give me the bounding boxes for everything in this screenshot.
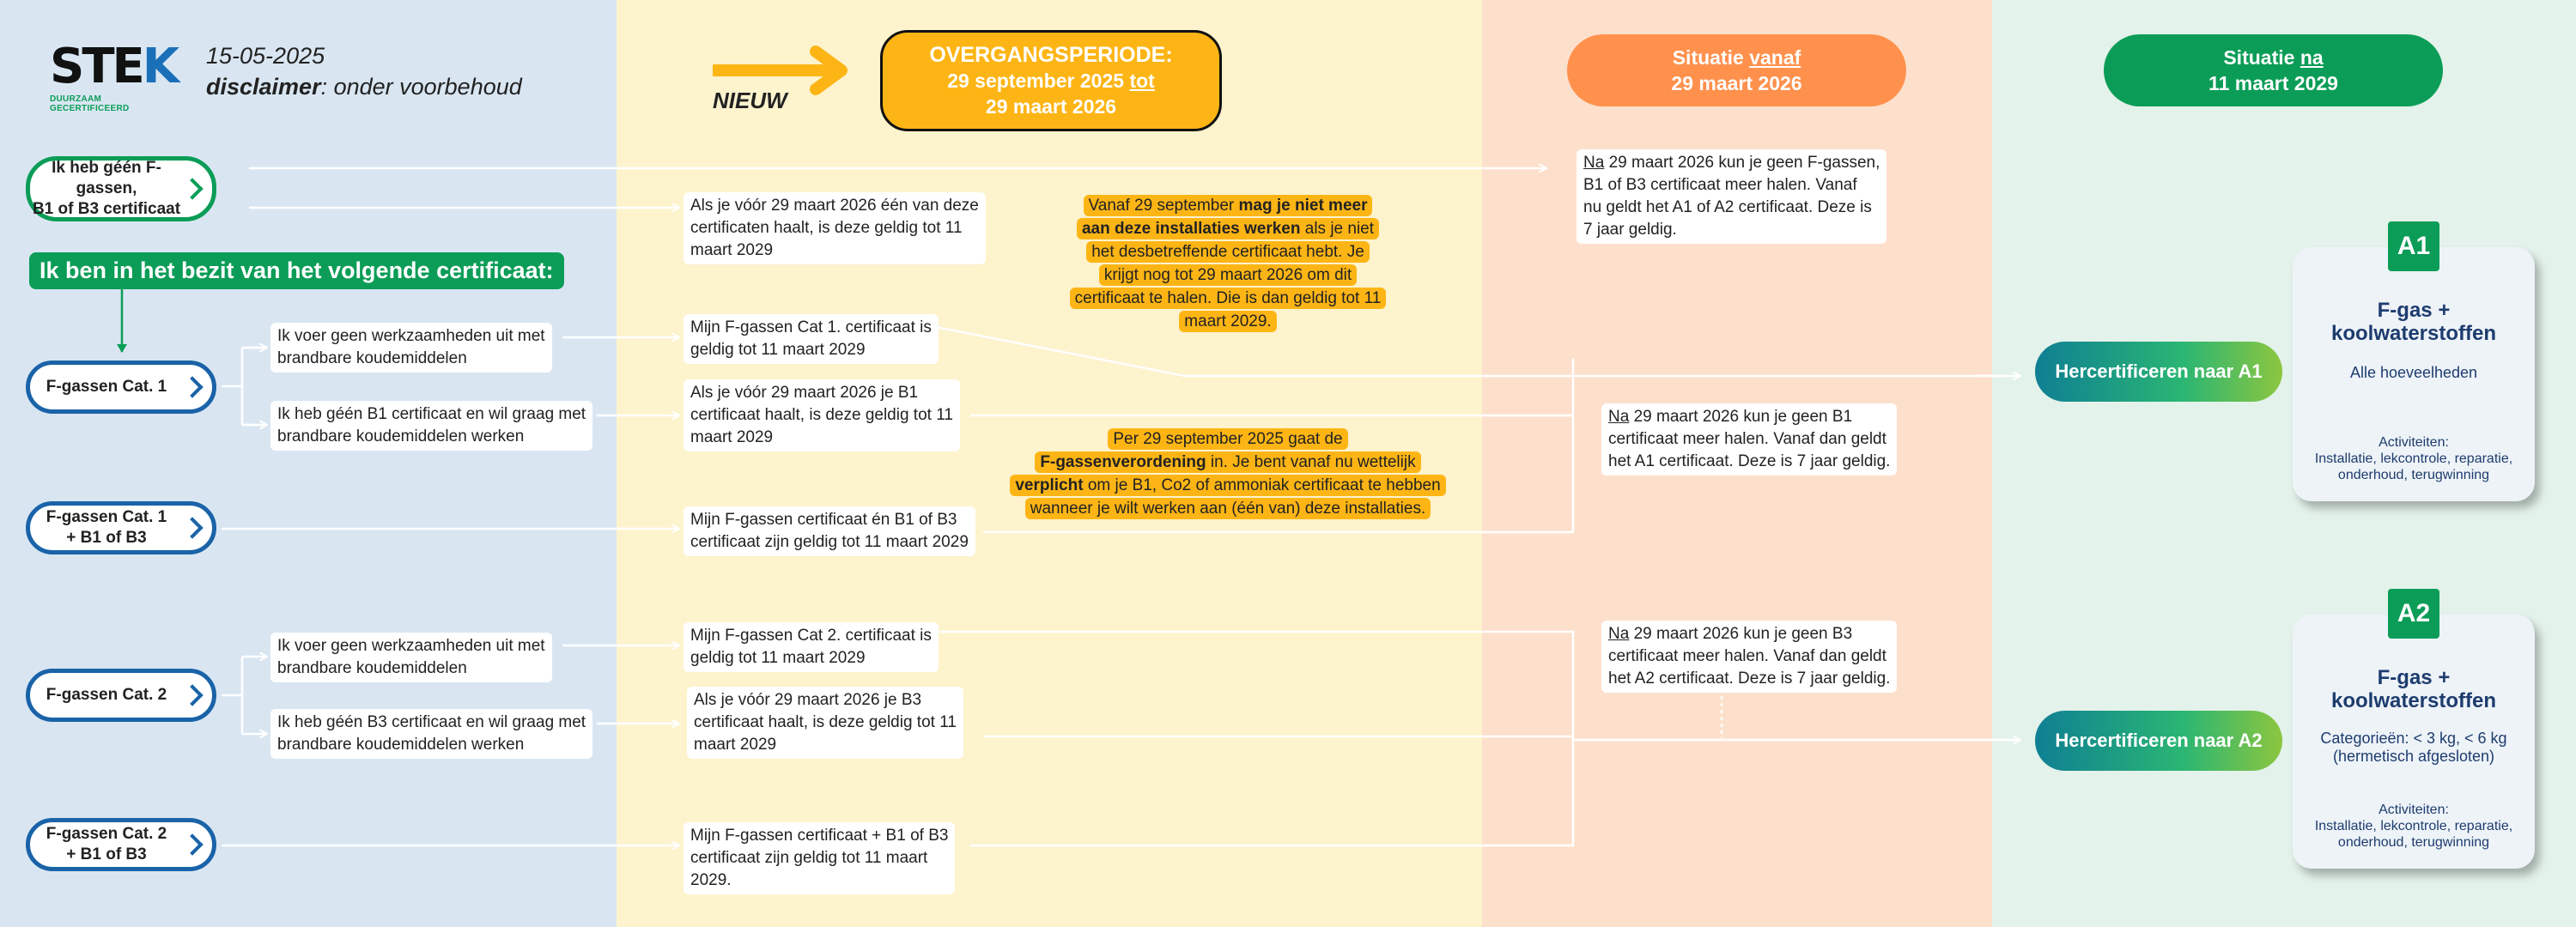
overgang-note-1: Vanaf 29 september mag je niet meer aan … — [1056, 194, 1400, 333]
arrow-right-icon — [713, 45, 848, 95]
cat1-b1-button[interactable]: F-gassen Cat. 1+ B1 of B3 — [26, 501, 216, 554]
card-a2-activities: Activiteiten:Installatie, lekcontrole, r… — [2314, 803, 2513, 850]
chevron-right-icon — [181, 517, 204, 539]
situatie-vanaf-header: Situatie vanaf 29 maart 2026 — [1567, 34, 1906, 106]
chevron-right-icon — [181, 833, 204, 856]
situatie-na-header: Situatie na 11 maart 2029 — [2104, 34, 2443, 106]
card-a2-desc: Categorieën: < 3 kg, < 6 kg(hermetisch a… — [2320, 730, 2507, 765]
a2-badge: A2 — [2388, 589, 2439, 639]
column-current — [0, 0, 617, 927]
date: 15-05-2025 — [206, 43, 325, 69]
choice-cat1-wil-brandbaar[interactable]: Ik heb géén B1 certificaat en wil graag … — [270, 401, 593, 451]
vanaf-note-3: Na 29 maart 2026 kun je geen B3 certific… — [1601, 621, 1898, 693]
overgang-note-2: Per 29 september 2025 gaat de F-gassenve… — [987, 427, 1468, 520]
cat2-button[interactable]: F-gassen Cat. 2 — [26, 669, 216, 722]
chevron-right-icon — [181, 376, 204, 398]
a1-badge: A1 — [2388, 221, 2439, 271]
disclaimer: disclaimer: onder voorbehoud — [206, 74, 522, 100]
geen-certificaat-button[interactable]: Ik heb géén F-gassen,B1 of B3 certificaa… — [26, 156, 216, 221]
stek-logo: STEK DUURZAAM GECERTIFICEERD — [50, 39, 179, 114]
bezit-label: Ik ben in het bezit van het volgende cer… — [29, 252, 564, 289]
vanaf-note-2: Na 29 maart 2026 kun je geen B1 certific… — [1601, 403, 1898, 476]
nieuw-label: NIEUW — [713, 88, 787, 113]
hercertificeren-a2-button[interactable]: Hercertificeren naar A2 — [2035, 711, 2282, 771]
card-a1-desc: Alle hoeveelheden — [2349, 364, 2478, 381]
logo-subtitle: DUURZAAM GECERTIFICEERD — [50, 94, 130, 113]
card-a1-title: F-gas +koolwaterstoffen — [2330, 299, 2497, 345]
card-a1-activities: Activiteiten:Installatie, lekcontrole, r… — [2314, 435, 2513, 482]
hercertificeren-a1-button[interactable]: Hercertificeren naar A1 — [2035, 342, 2282, 402]
chevron-right-icon — [181, 178, 204, 200]
card-a2: A2 F-gas +koolwaterstoffen Categorieën: … — [2293, 589, 2535, 869]
card-a2-title: F-gas +koolwaterstoffen — [2330, 666, 2497, 712]
cat1-button[interactable]: F-gassen Cat. 1 — [26, 360, 216, 414]
overgangsperiode-header: OVERGANGSPERIODE: 29 september 2025 tot … — [880, 30, 1222, 131]
chevron-right-icon — [181, 684, 204, 706]
choice-cat2-wil-brandbaar[interactable]: Ik heb géén B3 certificaat en wil graag … — [270, 709, 593, 759]
vanaf-note-1: Na 29 maart 2026 kun je geen F-gassen, B… — [1577, 149, 1887, 244]
cat2-b1-button[interactable]: F-gassen Cat. 2+ B1 of B3 — [26, 818, 216, 871]
card-a1: A1 F-gas +koolwaterstoffen Alle hoeveelh… — [2293, 221, 2535, 501]
